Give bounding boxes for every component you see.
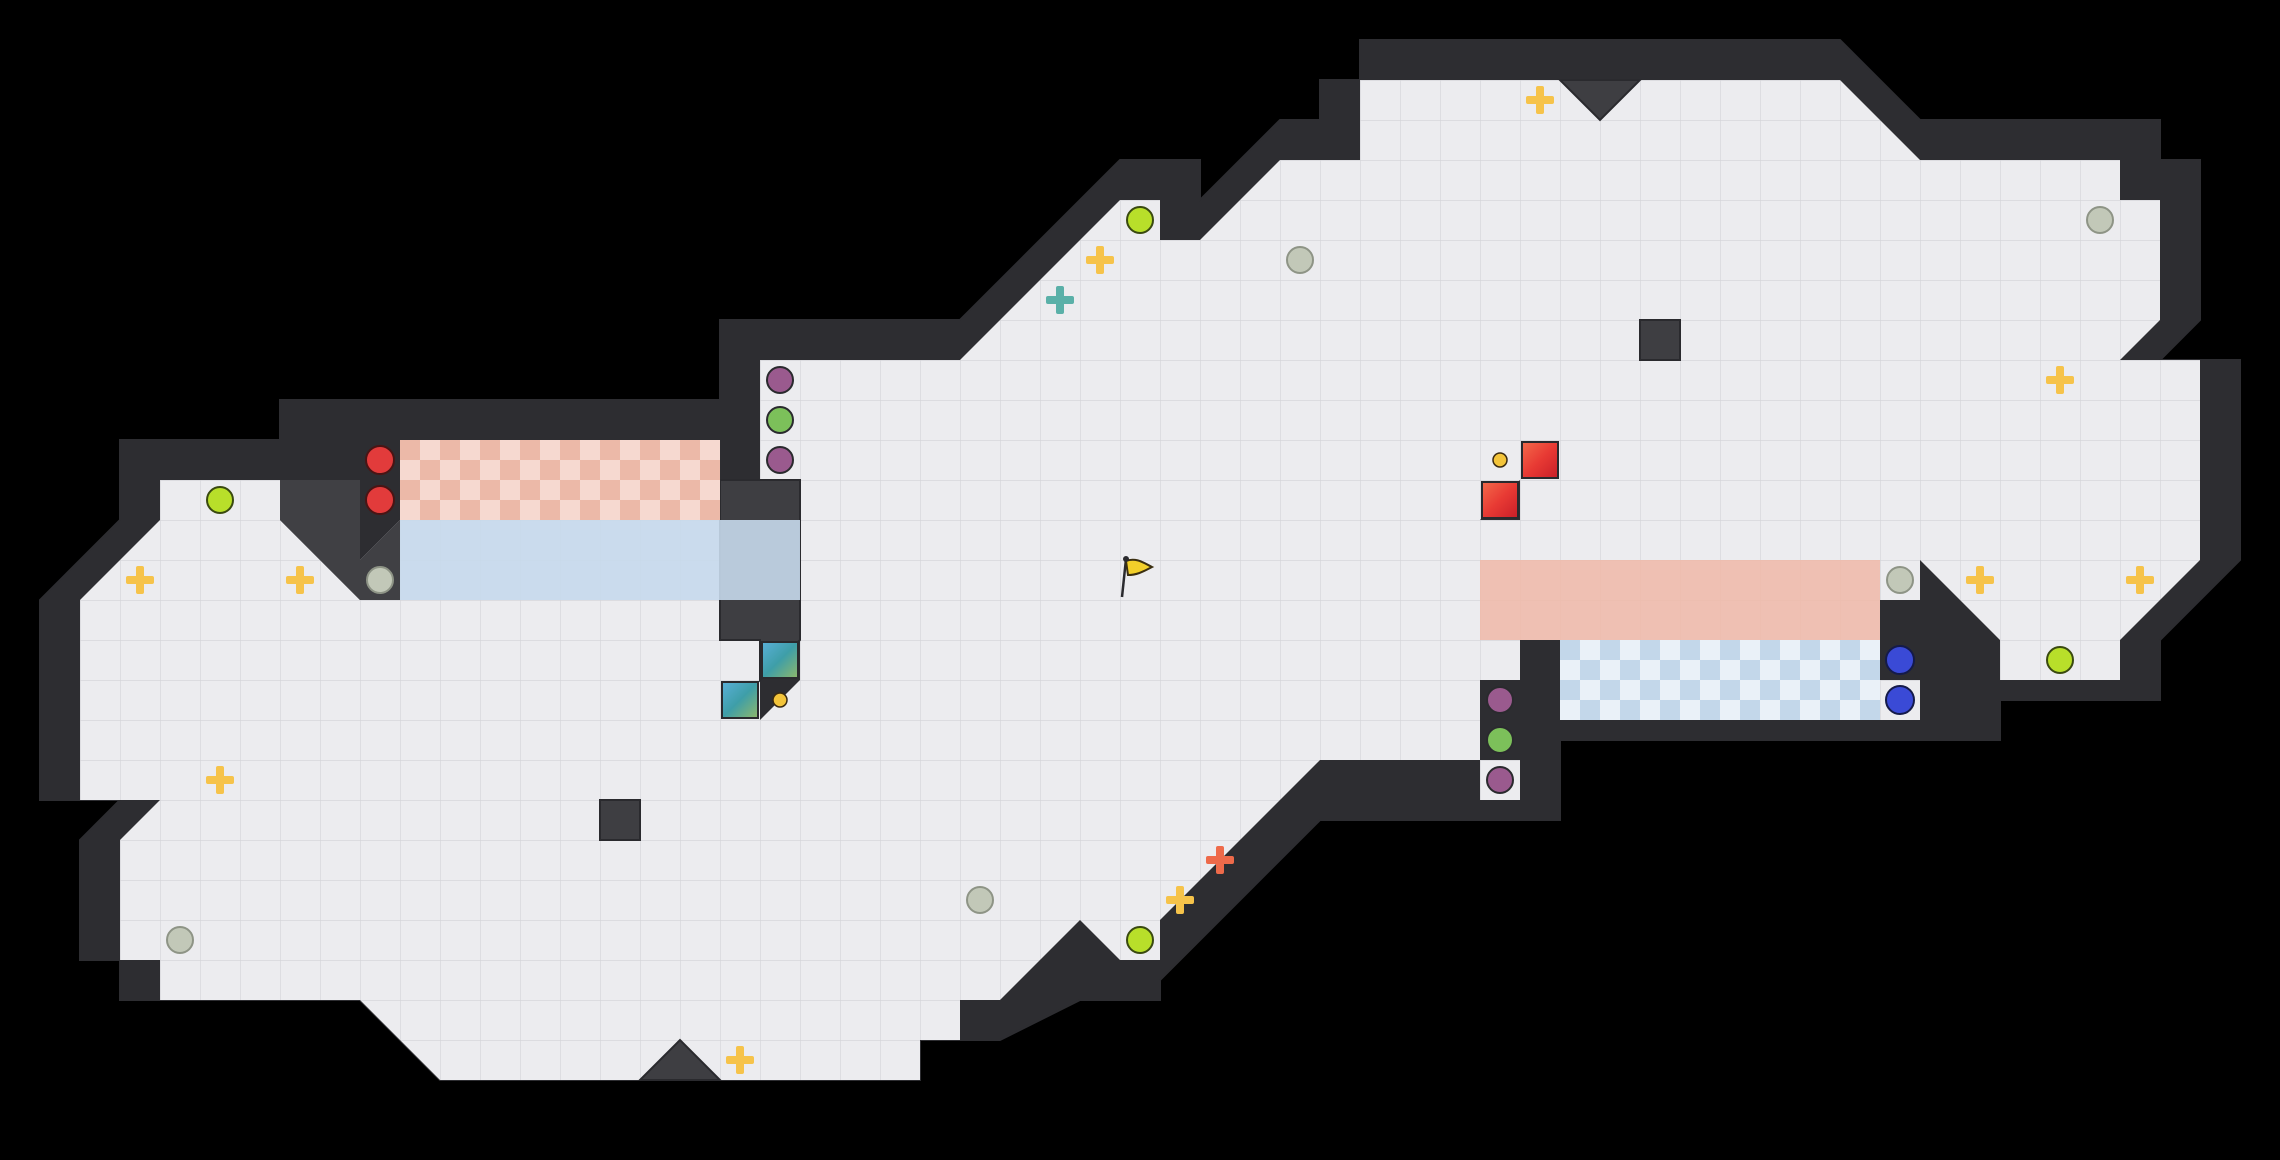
bomb-icon xyxy=(1486,766,1514,794)
powerup-icon xyxy=(1126,206,1154,234)
boost-icon xyxy=(1966,566,1994,594)
spike-icon xyxy=(1886,566,1914,594)
toggles xyxy=(772,452,1508,708)
boost-icon xyxy=(1086,246,1114,274)
powerup-icon xyxy=(1126,926,1154,954)
team-boost-icon xyxy=(1521,441,1559,479)
spike-icon xyxy=(366,566,394,594)
boost-icon xyxy=(206,766,234,794)
red-flag-base xyxy=(365,485,395,515)
boost-icon xyxy=(1166,886,1194,914)
spike-icon xyxy=(966,886,994,914)
boost-icon xyxy=(126,566,154,594)
spike-icon xyxy=(1286,246,1314,274)
spike-icon xyxy=(2086,206,2114,234)
team-markers xyxy=(365,445,1915,715)
red-endzone-checker xyxy=(400,440,720,520)
boost-icon xyxy=(1206,846,1234,874)
blue-team-tiles xyxy=(400,520,800,600)
blue-flag-base xyxy=(1885,685,1915,715)
team-boost-icon xyxy=(721,681,759,719)
blue-base xyxy=(400,520,1880,720)
spike-icon xyxy=(166,926,194,954)
wall-spike xyxy=(637,1038,723,1081)
wall-block xyxy=(599,799,641,841)
blue-flag-base xyxy=(1885,645,1915,675)
blue-endzone-checker xyxy=(1560,640,1880,720)
red-base xyxy=(400,440,1880,640)
red-team-tiles xyxy=(1480,560,1880,640)
spikes xyxy=(166,206,2114,954)
wall-block xyxy=(1639,319,1681,361)
boost-icon xyxy=(2046,366,2074,394)
toggle-icon xyxy=(772,692,788,708)
powerup-icon xyxy=(2046,646,2074,674)
flag-icon xyxy=(1120,556,1155,598)
base-walls xyxy=(280,480,400,600)
gate-icon xyxy=(766,406,794,434)
wall-spike xyxy=(1557,79,1643,122)
boost-icon xyxy=(1046,286,1074,314)
bomb-icon xyxy=(1486,686,1514,714)
boost-icon xyxy=(1526,86,1554,114)
boost-pads xyxy=(126,86,2154,1074)
boost-icon xyxy=(726,1046,754,1074)
boost-icon xyxy=(286,566,314,594)
bomb-icon xyxy=(766,366,794,394)
toggle-icon xyxy=(1492,452,1508,468)
gate-icon xyxy=(1486,726,1514,754)
powerup-icon xyxy=(206,486,234,514)
team-boosts xyxy=(721,441,1559,719)
red-flag-base xyxy=(365,445,395,475)
team-boost-icon xyxy=(1481,481,1519,519)
bomb-icon xyxy=(766,446,794,474)
bombs-gates xyxy=(766,366,1514,794)
powerups xyxy=(206,206,2074,954)
team-boost-icon xyxy=(761,641,799,679)
boost-icon xyxy=(2126,566,2154,594)
